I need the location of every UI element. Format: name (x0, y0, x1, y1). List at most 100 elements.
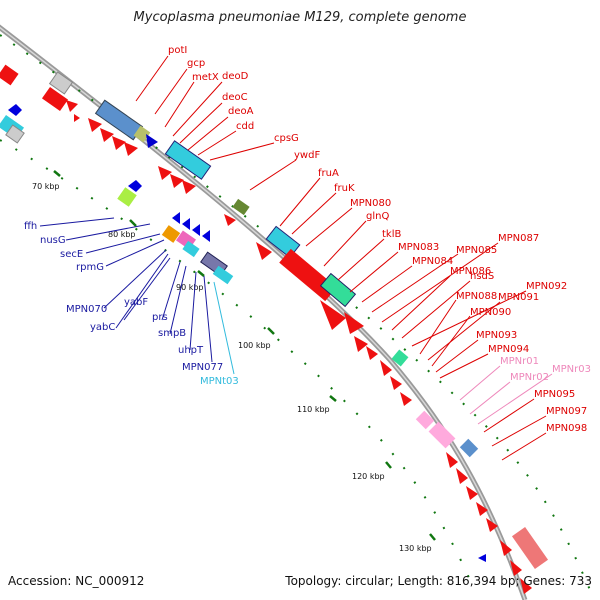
gene-label: MPN095 (534, 389, 575, 400)
gene-label: tklB (382, 229, 401, 240)
gene-label: MPN083 (398, 242, 439, 253)
gene-arrow (380, 360, 392, 376)
trna-labels: MPNt03 (200, 376, 239, 387)
gene-arrow (182, 218, 190, 230)
gene-label: cdd (236, 121, 254, 132)
kbp-tick-marks (53, 170, 436, 541)
gene-label: fruK (334, 183, 355, 194)
gene-block (117, 187, 137, 207)
gene-label: smpB (158, 328, 186, 339)
gene-label: deoC (222, 92, 248, 103)
gene-block (319, 272, 357, 308)
gene-arrow (500, 540, 512, 556)
gene-block (164, 140, 212, 180)
gene-block (133, 125, 151, 143)
gene-arrow (128, 180, 142, 192)
gene-arrow (520, 578, 532, 594)
gene-label: ywdF (294, 150, 320, 161)
gene-block (511, 527, 549, 569)
tick-label-80: 80 kbp (108, 230, 136, 239)
gene-label: MPN098 (546, 423, 587, 434)
map-title: Mycoplasma pneumoniae M129, complete gen… (133, 10, 467, 25)
gene-label: secE (60, 249, 83, 260)
gene-label: yabF (124, 297, 148, 308)
tick-mark-80 (129, 219, 137, 227)
gene-arrow (510, 560, 522, 576)
gene-label: nusG (40, 235, 66, 246)
rrna-leader-lines (459, 365, 553, 425)
genome-summary-text: Topology: circular; Length: 816,394 bp; … (285, 574, 592, 588)
tick-label-110: 110 kbp (297, 405, 330, 414)
gene-arrow (476, 502, 488, 516)
gene-arrow (124, 142, 138, 156)
gene-arrow (146, 134, 158, 148)
gene-block (428, 421, 456, 449)
gene-arrow (400, 392, 412, 406)
gene-label: MPN070 (66, 304, 107, 315)
gene-label: rpmG (76, 262, 104, 273)
gene-label: MPN090 (470, 307, 511, 318)
gene-block (212, 265, 234, 285)
gene-arrow (100, 128, 114, 142)
gene-label: MPN088 (456, 291, 497, 302)
gene-arrow (478, 554, 486, 562)
gene-block (391, 349, 409, 367)
gene-block (5, 124, 25, 144)
trna-leader-lines (213, 281, 235, 375)
gene-arrow (354, 336, 368, 352)
gene-arrow (202, 230, 210, 242)
gene-label: prs (152, 312, 168, 323)
tick-mark-130 (429, 533, 436, 541)
gene-label: deoA (228, 106, 254, 117)
gene-label: hsdS (470, 271, 494, 282)
gene-label: MPN087 (498, 233, 539, 244)
gene-arrow (88, 118, 102, 132)
gene-block (232, 198, 250, 216)
trna-label: MPNt03 (200, 376, 239, 387)
gene-arrow (446, 452, 458, 468)
forward-labels: potI gcp metX deoD deoC deoA cdd cpsG yw… (168, 45, 587, 434)
gene-arrow (8, 104, 22, 116)
reverse-leader-lines (39, 217, 213, 363)
gene-arrow (344, 312, 364, 334)
gene-label: cpsG (274, 133, 299, 144)
gene-label: MPN084 (412, 256, 453, 267)
gene-arrow (66, 100, 78, 112)
gene-label: MPN093 (476, 330, 517, 341)
tick-label-130: 130 kbp (399, 544, 432, 553)
gene-label: glnQ (366, 211, 389, 222)
gene-arrow (182, 180, 196, 194)
tick-label-90: 90 kbp (176, 283, 204, 292)
gene-arrow (158, 166, 172, 180)
gene-label: MPN097 (546, 406, 587, 417)
tick-label-70: 70 kbp (32, 182, 60, 191)
gene-arrow (486, 518, 498, 532)
gene-block (279, 248, 337, 302)
gene-arrow (192, 224, 200, 236)
rrna-label: MPNr02 (510, 372, 549, 383)
gene-label: MPN086 (450, 266, 491, 277)
gene-arrow (390, 376, 402, 390)
tick-mark-90 (197, 270, 205, 277)
gene-arrow (366, 346, 378, 360)
gene-label: fruA (318, 168, 339, 179)
gene-block (182, 240, 200, 258)
reverse-strand-features (0, 104, 486, 562)
tick-mark-70 (53, 170, 61, 177)
gene-block (459, 438, 479, 458)
gene-arrow (224, 214, 236, 226)
gene-block (0, 64, 19, 86)
tick-mark-110 (329, 395, 337, 402)
gene-arrow (256, 242, 272, 260)
gene-label: MPN077 (182, 362, 223, 373)
gene-arrow (170, 174, 184, 188)
tick-mark-120 (385, 461, 392, 469)
gene-label: potI (168, 45, 187, 56)
gene-block (415, 410, 435, 430)
tick-label-120: 120 kbp (352, 472, 385, 481)
gene-arrow (456, 468, 468, 484)
gene-label: ffh (24, 221, 37, 232)
gene-arrow (112, 136, 126, 150)
